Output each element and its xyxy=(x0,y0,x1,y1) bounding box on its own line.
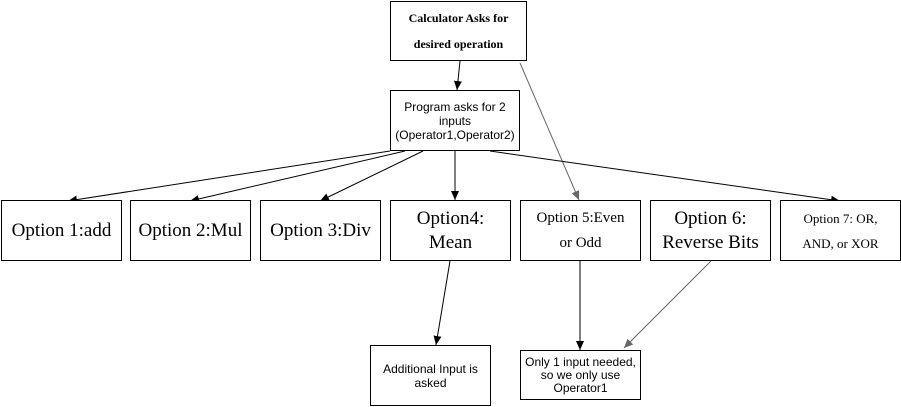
node-single-input-needed: Only 1 input needed, so we only use Oper… xyxy=(520,350,641,400)
node-option-3-div: Option 3:Div xyxy=(260,200,381,261)
node-option-2-mul-label: Option 2:Mul xyxy=(138,219,243,241)
edge-inputs-to-opt3 xyxy=(319,150,424,202)
node-additional-input-asked-label: Additional Input is asked xyxy=(383,361,478,390)
node-program-asks-inputs-label: Program asks for 2 inputs (Operator1,Ope… xyxy=(395,99,515,142)
node-calculator-asks-operation: Calculator Asks for desired operation xyxy=(390,1,527,61)
node-option-4-mean: Option4: Mean xyxy=(390,200,511,261)
node-option-5-even-odd: Option 5:Even or Odd xyxy=(520,200,641,261)
node-single-input-needed-label: Only 1 input needed, so we only use Oper… xyxy=(525,354,636,395)
edge-start-to-opt5 xyxy=(519,62,580,201)
edge-inputs-to-opt7 xyxy=(489,150,841,204)
edge-inputs-to-opt2 xyxy=(189,150,406,203)
edge-inputs-to-opt1 xyxy=(67,150,391,204)
node-option-3-div-label: Option 3:Div xyxy=(270,219,371,241)
node-calculator-asks-operation-label: Calculator Asks for desired operation xyxy=(408,11,509,51)
edge-start-to-inputs xyxy=(453,60,462,91)
node-program-asks-inputs: Program asks for 2 inputs (Operator1,Ope… xyxy=(390,90,520,151)
node-option-1-add: Option 1:add xyxy=(1,200,122,261)
node-option-7-bitwise: Option 7: OR, AND, or XOR xyxy=(780,200,901,261)
edge-opt6-to-single-input xyxy=(623,260,712,349)
edge-opt4-to-mean-extra xyxy=(433,260,451,346)
node-option-6-reverse-bits: Option 6: Reverse Bits xyxy=(650,200,771,261)
node-option-5-even-odd-label: Option 5:Even or Odd xyxy=(536,209,625,251)
node-option-7-bitwise-label: Option 7: OR, AND, or XOR xyxy=(802,210,879,251)
node-option-4-mean-label: Option4: Mean xyxy=(416,207,485,253)
node-additional-input-asked: Additional Input is asked xyxy=(370,345,491,406)
node-option-2-mul: Option 2:Mul xyxy=(130,200,251,261)
node-option-6-reverse-bits-label: Option 6: Reverse Bits xyxy=(662,207,759,253)
node-option-1-add-label: Option 1:add xyxy=(11,219,112,241)
